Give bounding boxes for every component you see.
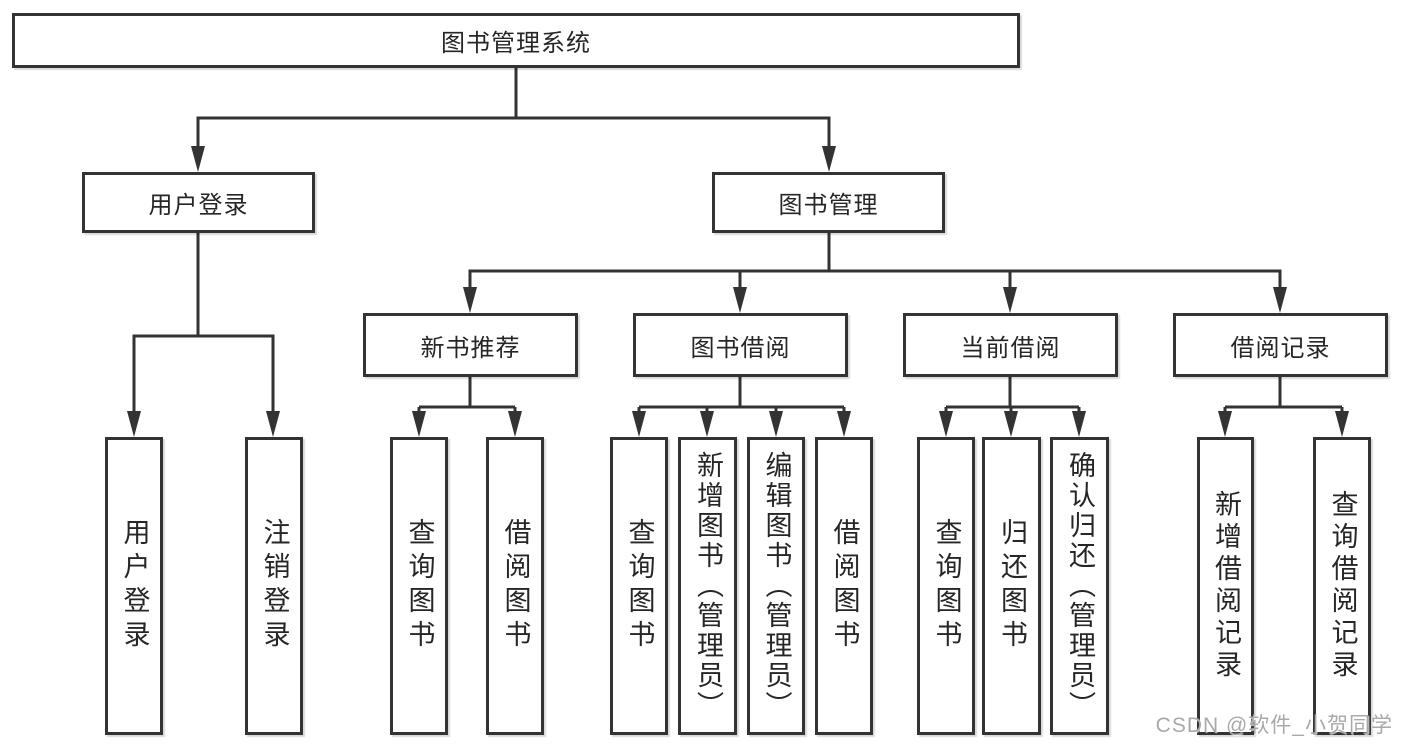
- node-user-login-group: 用户登录: [82, 172, 315, 233]
- connector-recommend-to-leaves: [417, 377, 517, 413]
- node-label: 当前借阅: [960, 334, 1061, 362]
- node-label: 用户登录: [148, 192, 249, 219]
- arrow-down-icon: [822, 146, 836, 172]
- node-current-borrowing: 当前借阅: [903, 313, 1118, 377]
- arrow-down-icon: [700, 411, 714, 437]
- connector-book-mgmt-to-level3: [468, 232, 1282, 290]
- node-leaf-add-borrow-record: 新增借阅记录: [1197, 437, 1254, 735]
- node-label: 借阅图书: [829, 518, 860, 654]
- node-leaf-borrow-books: 借阅图书: [815, 437, 873, 735]
- arrow-down-icon: [127, 411, 141, 437]
- node-label: 借阅图书: [500, 518, 531, 654]
- node-book-management: 图书管理: [712, 172, 945, 233]
- arrow-down-icon: [1072, 411, 1086, 437]
- connector-borrowing-to-leaves: [637, 377, 846, 413]
- node-label: 图书管理: [778, 192, 879, 219]
- node-leaf-borrow-books-recommend: 借阅图书: [486, 437, 544, 735]
- csdn-watermark: CSDN @软件_小贺同学: [1155, 714, 1393, 737]
- node-leaf-confirm-return-admin: 确认归还（管理员）: [1050, 437, 1109, 735]
- arrow-down-icon: [1335, 411, 1349, 437]
- arrow-down-icon: [266, 411, 280, 437]
- connector-records-to-leaves: [1223, 377, 1344, 413]
- node-label: 图书借阅: [690, 334, 791, 362]
- node-label: 编辑图书（管理员）: [761, 451, 792, 721]
- node-label: 查询图书: [404, 518, 435, 654]
- arrow-down-icon: [1273, 287, 1287, 313]
- node-leaf-add-books-admin: 新增图书（管理员）: [678, 437, 737, 735]
- node-label: 用户登录: [119, 518, 150, 654]
- arrow-down-icon: [463, 287, 477, 313]
- arrow-down-icon: [508, 411, 522, 437]
- node-leaf-query-books-borrowing: 查询图书: [610, 437, 668, 735]
- arrow-down-icon: [412, 411, 426, 437]
- arrow-down-icon: [733, 287, 747, 313]
- node-label: 查询图书: [624, 518, 655, 654]
- node-library-management-system: 图书管理系统: [12, 13, 1020, 68]
- arrow-down-icon: [769, 411, 783, 437]
- node-leaf-logout: 注销登录: [245, 437, 303, 735]
- node-borrowing-records: 借阅记录: [1173, 313, 1388, 377]
- node-leaf-user-login: 用户登录: [105, 437, 163, 735]
- node-leaf-return-books: 归还图书: [982, 437, 1041, 735]
- node-new-book-recommendation: 新书推荐: [363, 313, 578, 377]
- node-label: 查询图书: [931, 518, 962, 654]
- node-label: 新增图书（管理员）: [693, 451, 723, 721]
- node-label: 新书推荐: [420, 334, 521, 362]
- node-leaf-edit-books-admin: 编辑图书（管理员）: [747, 437, 805, 735]
- node-leaf-query-books-current: 查询图书: [917, 437, 975, 735]
- node-leaf-query-borrow-record: 查询借阅记录: [1313, 437, 1371, 735]
- node-label: 注销登录: [259, 518, 290, 654]
- connector-current-to-leaves: [944, 377, 1081, 413]
- arrow-down-icon: [1004, 411, 1018, 437]
- connector-root-to-level2: [196, 68, 831, 147]
- node-label: 查询借阅记录: [1327, 490, 1358, 682]
- node-label: 新增借阅记录: [1211, 490, 1241, 682]
- arrow-down-icon: [1003, 287, 1017, 313]
- node-leaf-query-books-recommend: 查询图书: [390, 437, 448, 735]
- arrow-down-icon: [632, 411, 646, 437]
- arrow-down-icon: [939, 411, 953, 437]
- node-label: 借阅记录: [1230, 334, 1331, 362]
- arrow-down-icon: [1218, 411, 1232, 437]
- node-label: 图书管理系统: [441, 30, 591, 57]
- node-label: 归还图书: [997, 518, 1027, 654]
- arrow-down-icon: [191, 146, 205, 172]
- connector-user-login-to-leaves: [132, 232, 275, 413]
- node-book-borrowing: 图书借阅: [633, 313, 848, 377]
- arrow-down-icon: [837, 411, 851, 437]
- node-label: 确认归还（管理员）: [1065, 451, 1095, 721]
